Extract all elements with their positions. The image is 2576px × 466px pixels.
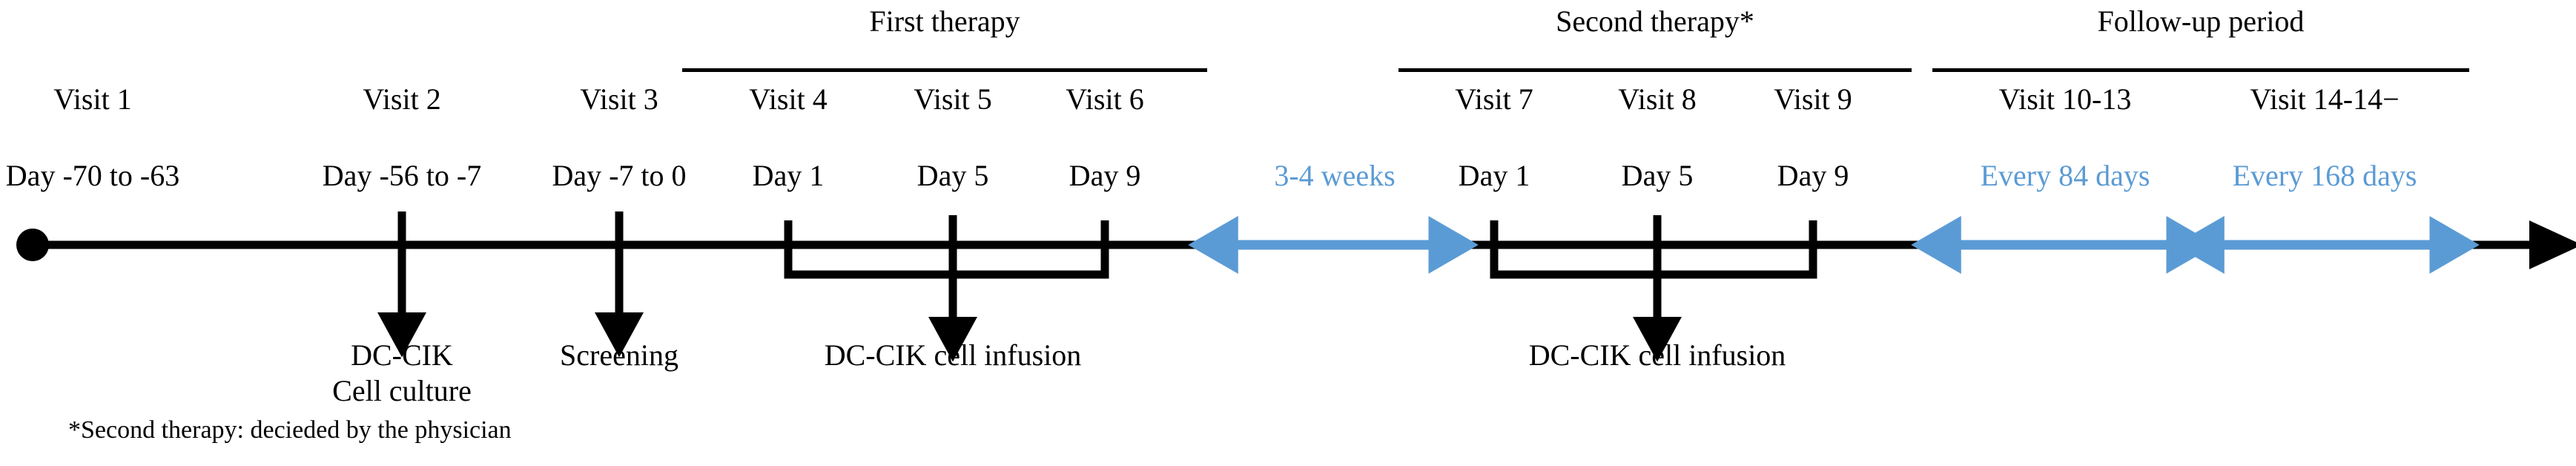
visit-label-1: Visit 1 [53, 82, 132, 116]
event-label-screening: Screening [560, 338, 678, 372]
day-label-visit-7: Day 1 [1458, 159, 1530, 192]
timeline-start-dot [16, 229, 49, 261]
phase-rule-follow-up [1932, 68, 2469, 72]
phase-rule-second-therapy [1398, 68, 1912, 72]
visit-label-7: Visit 7 [1455, 82, 1533, 116]
visit-label-9: Visit 9 [1774, 82, 1852, 116]
visit-label-5: Visit 5 [914, 82, 992, 116]
visit-label-10-13: Visit 10-13 [1998, 82, 2132, 116]
phase-rule-first-therapy [682, 68, 1207, 72]
visit-label-8: Visit 8 [1618, 82, 1697, 116]
event-label-dc-cik-infusion-second: DC-CIK cell infusion [1528, 338, 1786, 372]
visit-label-3: Visit 3 [580, 82, 658, 116]
day-label-visit-6: Day 9 [1069, 159, 1141, 192]
phase-title-follow-up: Follow-up period [2097, 4, 2305, 38]
visit-label-4: Visit 4 [749, 82, 828, 116]
second-therapy-bracket [1490, 220, 1817, 279]
phase-title-second-therapy: Second therapy* [1556, 4, 1754, 38]
footnote-second-therapy: *Second therapy: decieded by the physici… [68, 416, 512, 444]
day-label-visit-3: Day -7 to 0 [552, 159, 687, 192]
day-label-visit-5: Day 5 [917, 159, 989, 192]
visit-label-6: Visit 6 [1066, 82, 1144, 116]
day-label-visit-4: Day 1 [752, 159, 825, 192]
visit-label-2: Visit 2 [363, 82, 441, 116]
event-label-dc-cik-cell-culture-line1: DC-CIK [351, 338, 453, 372]
first-therapy-bracket [784, 220, 1109, 279]
visit-label-14: Visit 14-14− [2250, 82, 2400, 116]
day-label-visit-8: Day 5 [1621, 159, 1694, 192]
day-label-visit-2: Day -56 to -7 [322, 159, 482, 192]
interval-label-every-84-days: Every 84 days [1980, 159, 2150, 192]
interval-label-3-4-weeks: 3-4 weeks [1274, 159, 1396, 192]
event-label-dc-cik-cell-culture-line2: Cell culture [332, 374, 472, 407]
day-label-visit-1: Day -70 to -63 [5, 159, 180, 192]
interval-label-every-168-days: Every 168 days [2232, 159, 2417, 192]
day-label-visit-9: Day 9 [1777, 159, 1849, 192]
phase-title-first-therapy: First therapy [869, 4, 1020, 38]
event-label-dc-cik-infusion-first: DC-CIK cell infusion [824, 338, 1082, 372]
